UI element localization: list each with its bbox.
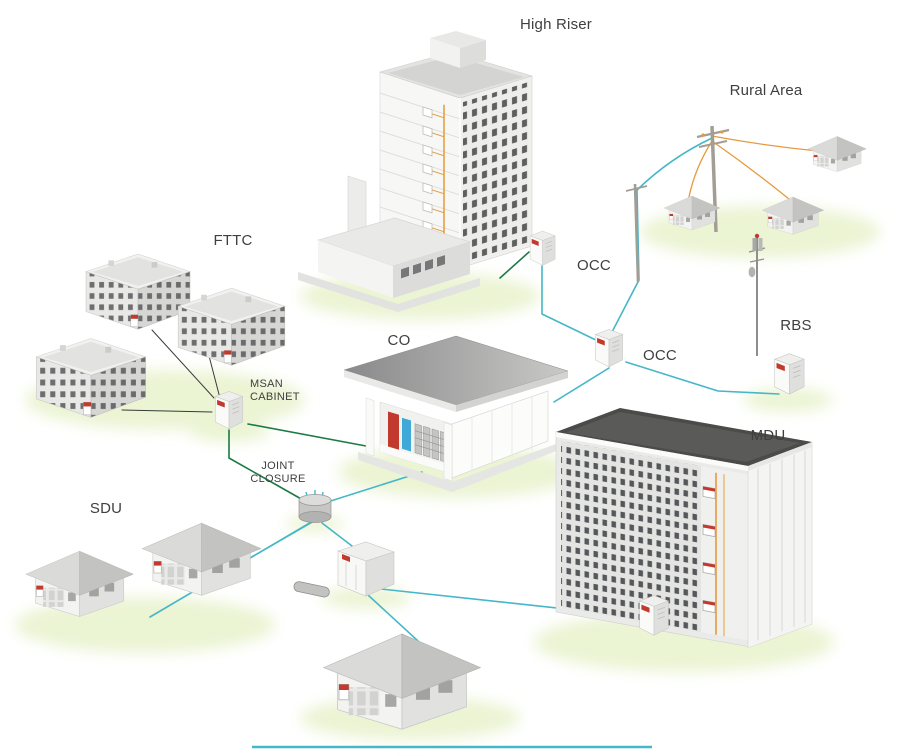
window-grid — [561, 440, 701, 633]
mdu-right-face — [747, 441, 813, 649]
mdu-cabinet — [639, 595, 669, 636]
joint-closure-device — [298, 490, 332, 523]
co-label: CO — [387, 332, 411, 349]
co-roof — [343, 335, 569, 406]
high-riser-right-face — [459, 75, 533, 269]
msan-cabinet — [214, 390, 244, 430]
window-grid — [463, 81, 529, 263]
high-riser-label: High Riser — [519, 16, 593, 33]
floor-boxes — [422, 106, 433, 233]
podium-left-face — [318, 240, 393, 298]
fiber-links-teal — [149, 137, 780, 653]
fiber-link-joint-cabinet — [321, 522, 353, 547]
fiber-link-msan-joint — [228, 429, 304, 501]
rural-house-1 — [807, 136, 867, 173]
plaza-base — [298, 272, 480, 312]
fiber-link-highriser-occ — [499, 251, 530, 279]
utility-pole-main — [696, 125, 730, 233]
occ-top-label: OCC — [577, 257, 611, 274]
occ-cabinet-mid — [594, 328, 624, 368]
podium-windows — [401, 255, 445, 279]
fiber-link-occtop-occmid — [541, 265, 601, 343]
mdu-left-face — [555, 431, 749, 647]
copper-link-fttc-2 — [207, 351, 222, 403]
rbs-antenna-mast — [748, 233, 766, 356]
msan-cabinet-label: MSAN CABINET — [250, 378, 300, 403]
sdu-house-2 — [141, 522, 262, 596]
fttc-block-2 — [177, 287, 286, 366]
rural-area-label: Rural Area — [729, 82, 803, 99]
fiber-link-occmid-rbs — [625, 361, 780, 395]
mdu-label: MDU — [750, 427, 786, 444]
fiber-link-pole-pole2 — [636, 137, 713, 191]
fiber-links-green — [228, 251, 530, 501]
cabinet-tag — [342, 554, 350, 562]
co-building — [343, 335, 569, 492]
sdu-label: SDU — [89, 500, 123, 517]
high-riser-building — [298, 31, 534, 312]
equipment-rack-blue — [402, 417, 411, 452]
rbs-label: RBS — [780, 317, 812, 334]
copper-link-fttc-1 — [151, 329, 215, 399]
joint-closure-label: JOINT CLOSURE — [250, 460, 306, 485]
drop-wire-house1 — [711, 135, 819, 152]
occ-cabinet-top — [529, 230, 556, 266]
copper-link-fttc-3 — [121, 409, 213, 413]
podium-right-face — [393, 242, 470, 298]
street-cabinet — [337, 541, 395, 597]
floor-box-tags — [703, 486, 715, 606]
utility-pole-secondary — [625, 183, 648, 283]
drop-wire-house3 — [711, 140, 790, 200]
fiber-link-co-joint — [317, 471, 423, 506]
co-pillar-left — [365, 397, 375, 457]
fttc-block-1 — [85, 253, 191, 330]
mdu-building — [555, 408, 813, 649]
high-riser-left-face — [379, 71, 461, 267]
occ-mid-label: OCC — [643, 347, 677, 364]
floor-branch-cables — [432, 113, 444, 233]
rbs-cabinet — [774, 353, 805, 395]
splice-capsule — [293, 581, 330, 598]
fttc-label: FTTC — [213, 232, 253, 249]
co-interior — [379, 401, 453, 475]
co-floor-slab — [358, 444, 564, 492]
fiber-link-occmid-co — [553, 367, 610, 403]
equipment-rack-red — [388, 411, 399, 450]
drop-wire-house2 — [688, 140, 713, 198]
co-pillar-right — [443, 422, 453, 482]
copper-links — [121, 329, 222, 413]
fiber-link-co-msan — [247, 423, 367, 447]
